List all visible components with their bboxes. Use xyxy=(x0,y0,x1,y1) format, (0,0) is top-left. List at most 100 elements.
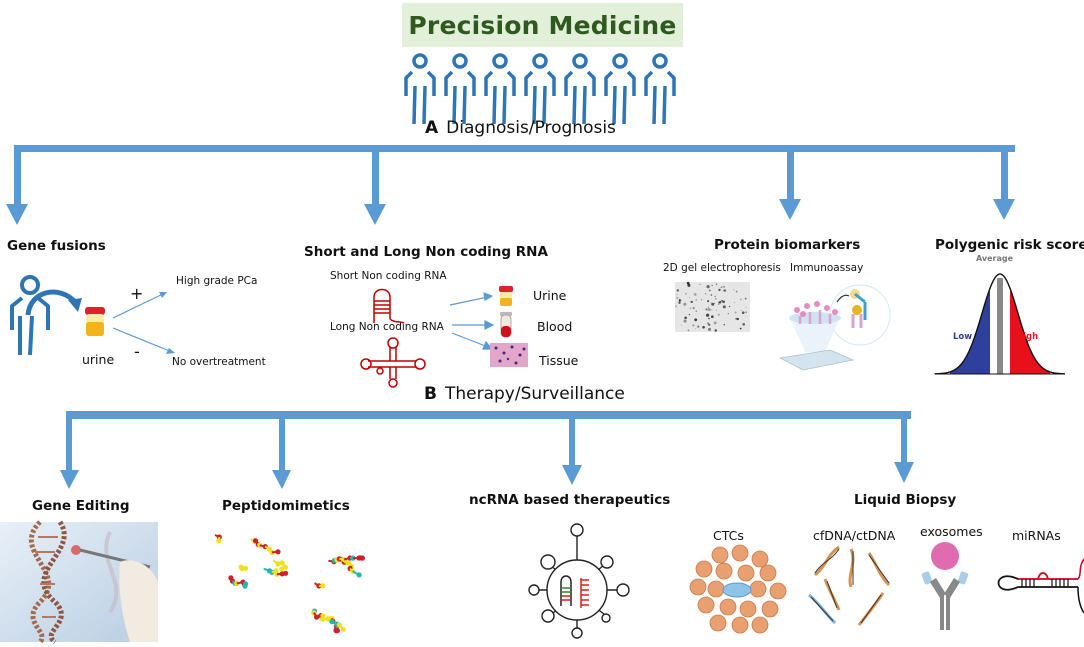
dna-strand-1 xyxy=(814,545,840,577)
long-ncrna-label: Long Non coding RNA xyxy=(330,321,444,333)
tumor-cell xyxy=(739,600,757,618)
gel-spot xyxy=(678,301,681,304)
minus-sign: - xyxy=(134,342,140,361)
gel-spot xyxy=(740,298,742,301)
cfdna-label: cfDNA/ctDNA xyxy=(813,528,896,543)
arrow-b-stem-2 xyxy=(279,411,285,473)
long-ncrna-icon xyxy=(360,337,426,388)
gel-spot xyxy=(707,300,710,303)
gene-fusions-title: Gene fusions xyxy=(7,238,106,254)
gel-spot xyxy=(717,313,720,316)
section-a-label: A Diagnosis/Prognosis xyxy=(425,118,616,138)
gel-spot xyxy=(722,289,726,292)
gel-spot xyxy=(678,299,681,301)
arrow-a-bar xyxy=(14,145,1015,152)
arrow-b-stem-4 xyxy=(901,411,907,466)
gel-spot xyxy=(720,300,721,302)
arrow-a-head-3 xyxy=(779,199,801,220)
gene-editing-title: Gene Editing xyxy=(32,498,130,514)
gel-spot xyxy=(741,311,745,314)
mirna-icon xyxy=(997,558,1084,614)
gel-spot xyxy=(728,305,731,308)
gel-spot xyxy=(723,285,725,288)
arrow-a-stem-1 xyxy=(14,145,21,205)
gel-spot xyxy=(675,305,677,308)
gel-spot xyxy=(733,289,735,291)
tumor-cell xyxy=(737,564,755,582)
prs-low-area xyxy=(950,288,990,374)
ncrna-diagram xyxy=(360,286,528,388)
gel-spot xyxy=(687,283,691,287)
gel-spot xyxy=(710,302,712,304)
protein-biomarkers-title: Protein biomarkers xyxy=(714,237,861,253)
gel-spot xyxy=(694,293,697,296)
blood-tube-icon xyxy=(500,312,512,338)
dna-strand-2 xyxy=(848,548,855,588)
ctcs-label: CTCs xyxy=(713,528,744,543)
gel-spot xyxy=(720,287,722,289)
person-icon xyxy=(404,53,436,125)
gel-spot xyxy=(710,294,713,296)
arrow-a-head-2 xyxy=(364,204,386,225)
gel-spot xyxy=(724,289,727,292)
gel-spot xyxy=(695,299,697,301)
prs-title: Polygenic risk score xyxy=(935,237,1084,253)
tumor-cell xyxy=(697,596,715,614)
arrow-a-stem-2 xyxy=(372,145,379,205)
arrow-b-head-3 xyxy=(562,465,582,485)
arrow-to-urine xyxy=(449,296,489,306)
tumor-cell xyxy=(689,578,707,596)
gel-spot xyxy=(718,288,721,292)
tumor-cell xyxy=(711,546,729,564)
gel-spot xyxy=(715,298,717,300)
atom xyxy=(320,583,326,589)
gel-spot xyxy=(695,328,696,330)
section-a-text: Diagnosis/Prognosis xyxy=(446,118,616,138)
gel-spot xyxy=(707,308,711,312)
negative-arrow xyxy=(112,327,173,353)
gel-spot xyxy=(708,317,710,320)
atom xyxy=(279,566,285,572)
patient-icon xyxy=(10,275,50,356)
tumor-cell xyxy=(749,580,767,598)
gel-spot xyxy=(689,297,690,298)
tumor-cell xyxy=(731,616,749,634)
arrow-b-head-2 xyxy=(272,470,291,489)
arrow-b-stem-3 xyxy=(569,411,575,468)
gel-spot xyxy=(711,302,715,306)
patients-group xyxy=(404,53,676,125)
dna-strand-3 xyxy=(867,552,891,587)
gel-spot xyxy=(706,313,710,317)
arrow-a-stem-3 xyxy=(787,145,794,200)
sample-blood-label: Blood xyxy=(537,319,573,334)
title-box: Precision Medicine xyxy=(402,3,683,47)
section-a-letter: A xyxy=(425,118,439,138)
person-icon xyxy=(444,53,476,125)
gel-spot xyxy=(714,295,716,298)
gel-spot xyxy=(694,318,698,322)
gel-spot xyxy=(735,317,738,320)
peptidomimetics-title: Peptidomimetics xyxy=(222,498,350,514)
tumor-cell xyxy=(709,614,727,632)
exosome-icon xyxy=(921,542,969,630)
arrow-b-head-1 xyxy=(60,470,79,489)
gel-spot xyxy=(684,316,687,319)
prs-average-bar xyxy=(997,278,1003,374)
tumor-cell xyxy=(761,600,779,618)
gel-spot xyxy=(676,296,679,299)
prs-high-area xyxy=(1010,288,1050,374)
tumor-cell xyxy=(731,544,749,562)
gel-spot xyxy=(711,284,713,287)
gel-spot xyxy=(707,322,709,325)
positive-arrow xyxy=(112,292,166,319)
arrow-a-head-1 xyxy=(6,204,28,225)
gel-spot xyxy=(713,321,717,325)
tumor-cell xyxy=(751,616,769,634)
gel-spot xyxy=(722,300,725,304)
urine-sample-icon xyxy=(499,286,513,306)
atom xyxy=(334,628,340,634)
gel-spot xyxy=(692,324,695,327)
gel-spot xyxy=(695,310,697,312)
tumor-cell xyxy=(751,550,769,568)
gel-spot xyxy=(708,327,711,331)
